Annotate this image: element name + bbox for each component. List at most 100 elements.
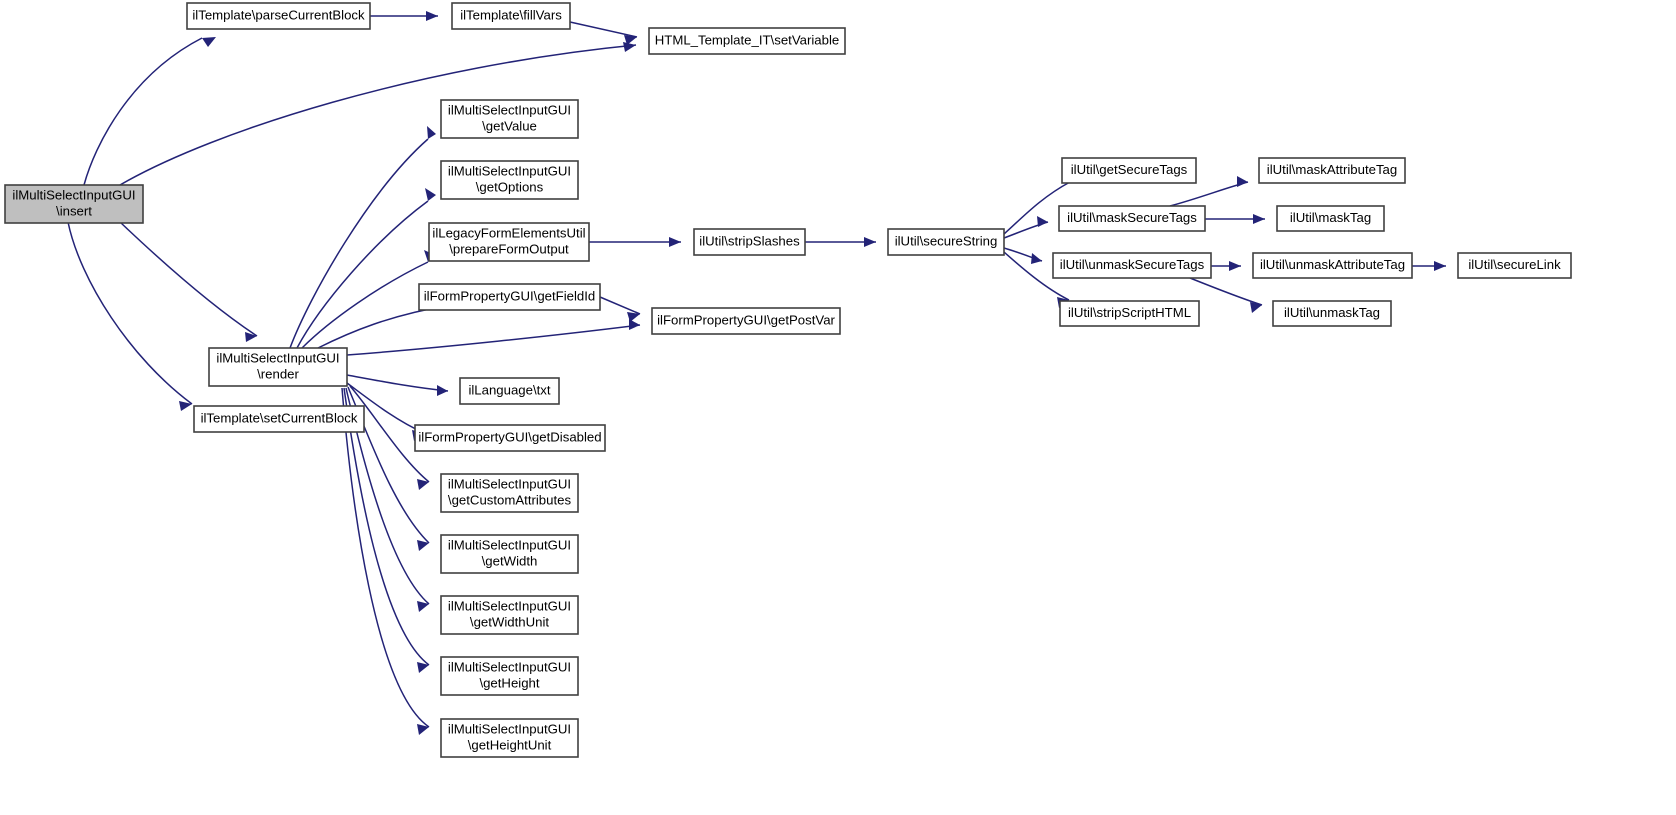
node-box[interactable] xyxy=(451,2,571,30)
edge-insert-to-parseCurrentBlock xyxy=(83,37,216,186)
edge-fillVars-to-setVariable xyxy=(569,21,638,45)
node-getSecureTags[interactable]: ilUtil\getSecureTags xyxy=(1061,157,1197,184)
node-box[interactable] xyxy=(440,160,579,200)
node-label: ilTemplate\fillVars xyxy=(460,7,562,22)
node-box[interactable] xyxy=(1061,157,1197,184)
edge-render-to-getPostVar xyxy=(346,319,641,356)
node-box[interactable] xyxy=(440,718,579,758)
node-getPostVar[interactable]: ilFormPropertyGUI\getPostVar xyxy=(651,307,841,335)
arrow-head-icon xyxy=(202,37,216,47)
node-label: \getHeightUnit xyxy=(468,737,552,752)
node-stripScriptHTML[interactable]: ilUtil\stripScriptHTML xyxy=(1059,300,1200,327)
edge-secureString-to-maskSecureTags xyxy=(1003,216,1049,239)
node-getCustomAttributes[interactable]: ilMultiSelectInputGUI\getCustomAttribute… xyxy=(440,473,579,513)
node-box[interactable] xyxy=(1252,252,1413,279)
node-prepareFormOutput[interactable]: ilLegacyFormElementsUtil\prepareFormOutp… xyxy=(428,222,590,262)
node-getOptions[interactable]: ilMultiSelectInputGUI\getOptions xyxy=(440,160,579,200)
node-parseCurrentBlock[interactable]: ilTemplate\parseCurrentBlock xyxy=(186,2,371,30)
node-maskTag[interactable]: ilUtil\maskTag xyxy=(1276,205,1385,232)
node-box[interactable] xyxy=(4,184,144,224)
nodes-layer: ilMultiSelectInputGUI\insert ilTemplate\p… xyxy=(4,2,1572,758)
node-insert[interactable]: ilMultiSelectInputGUI\insert xyxy=(4,184,144,224)
node-label: \render xyxy=(257,366,299,381)
node-setCurrentBlock[interactable]: ilTemplate\setCurrentBlock xyxy=(193,405,365,433)
arrow-head-icon xyxy=(417,479,429,490)
node-box[interactable] xyxy=(440,534,579,574)
node-label: ilUtil\stripScriptHTML xyxy=(1068,305,1191,320)
arrow-head-icon xyxy=(1237,176,1248,187)
node-label: \prepareFormOutput xyxy=(449,241,569,256)
edge-maskSecureTags-to-maskTag xyxy=(1205,214,1265,224)
node-fillVars[interactable]: ilTemplate\fillVars xyxy=(451,2,571,30)
node-label: ilUtil\secureLink xyxy=(1468,257,1561,272)
node-getDisabled[interactable]: ilFormPropertyGUI\getDisabled xyxy=(414,424,606,452)
edge-render-to-getOptions xyxy=(296,188,436,349)
node-label: ilFormPropertyGUI\getFieldId xyxy=(424,288,596,303)
node-stripSlashes[interactable]: ilUtil\stripSlashes xyxy=(693,228,806,256)
node-getHeight[interactable]: ilMultiSelectInputGUI\getHeight xyxy=(440,656,579,696)
node-box[interactable] xyxy=(193,405,365,433)
node-box[interactable] xyxy=(440,473,579,513)
edge-unmaskSecureTags-to-unmaskAttributeTag xyxy=(1211,261,1241,271)
arrow-head-icon xyxy=(425,188,436,201)
node-box[interactable] xyxy=(186,2,371,30)
node-box[interactable] xyxy=(208,347,348,387)
node-unmaskTag[interactable]: ilUtil\unmaskTag xyxy=(1272,300,1392,327)
node-label: \getWidth xyxy=(482,553,538,568)
node-label: ilMultiSelectInputGUI xyxy=(448,659,571,674)
edge-getFieldId-to-getPostVar xyxy=(599,296,641,322)
node-box[interactable] xyxy=(440,595,579,635)
node-box[interactable] xyxy=(428,222,590,262)
node-txt[interactable]: ilLanguage\txt xyxy=(459,377,560,405)
arrow-head-icon xyxy=(417,540,429,551)
node-secureLink[interactable]: ilUtil\secureLink xyxy=(1457,252,1572,279)
node-label: ilMultiSelectInputGUI xyxy=(448,721,571,736)
edge-render-to-getValue xyxy=(289,126,436,349)
node-label: ilMultiSelectInputGUI xyxy=(448,102,571,117)
node-box[interactable] xyxy=(648,27,846,55)
node-box[interactable] xyxy=(418,283,601,311)
arrow-head-icon xyxy=(623,42,636,52)
node-unmaskSecureTags[interactable]: ilUtil\unmaskSecureTags xyxy=(1052,252,1212,279)
edges-layer xyxy=(67,11,1446,735)
node-maskAttributeTag[interactable]: ilUtil\maskAttributeTag xyxy=(1258,157,1406,184)
node-label: ilUtil\maskSecureTags xyxy=(1067,210,1197,225)
node-getHeightUnit[interactable]: ilMultiSelectInputGUI\getHeightUnit xyxy=(440,718,579,758)
node-box[interactable] xyxy=(1276,205,1385,232)
node-label: \getValue xyxy=(482,118,537,133)
node-maskSecureTags[interactable]: ilUtil\maskSecureTags xyxy=(1058,205,1206,232)
arrow-head-icon xyxy=(1229,261,1241,271)
node-box[interactable] xyxy=(1258,157,1406,184)
node-box[interactable] xyxy=(414,424,606,452)
node-getFieldId[interactable]: ilFormPropertyGUI\getFieldId xyxy=(418,283,601,311)
node-box[interactable] xyxy=(1272,300,1392,327)
node-label: ilMultiSelectInputGUI xyxy=(448,537,571,552)
node-box[interactable] xyxy=(1457,252,1572,279)
arrow-head-icon xyxy=(627,312,640,322)
node-render[interactable]: ilMultiSelectInputGUI\render xyxy=(208,347,348,387)
node-box[interactable] xyxy=(440,656,579,696)
node-box[interactable] xyxy=(887,228,1005,256)
node-box[interactable] xyxy=(440,99,579,139)
node-box[interactable] xyxy=(693,228,806,256)
node-setVariable[interactable]: HTML_Template_IT\setVariable xyxy=(648,27,846,55)
node-box[interactable] xyxy=(459,377,560,405)
edge-stripSlashes-to-secureString xyxy=(805,237,876,247)
edge-insert-to-render xyxy=(119,221,258,342)
node-getValue[interactable]: ilMultiSelectInputGUI\getValue xyxy=(440,99,579,139)
node-box[interactable] xyxy=(1058,205,1206,232)
edge-unmaskSecureTags-to-unmaskTag xyxy=(1189,277,1263,313)
node-label: ilUtil\unmaskSecureTags xyxy=(1060,257,1205,272)
node-unmaskAttributeTag[interactable]: ilUtil\unmaskAttributeTag xyxy=(1252,252,1413,279)
node-getWidth[interactable]: ilMultiSelectInputGUI\getWidth xyxy=(440,534,579,574)
node-label: \getWidthUnit xyxy=(470,614,549,629)
node-label: ilMultiSelectInputGUI xyxy=(216,350,339,365)
node-label: ilUtil\maskAttributeTag xyxy=(1267,162,1397,177)
node-getWidthUnit[interactable]: ilMultiSelectInputGUI\getWidthUnit xyxy=(440,595,579,635)
arrow-head-icon xyxy=(629,319,640,330)
node-secureString[interactable]: ilUtil\secureString xyxy=(887,228,1005,256)
node-box[interactable] xyxy=(651,307,841,335)
node-box[interactable] xyxy=(1052,252,1212,279)
node-box[interactable] xyxy=(1059,300,1200,327)
